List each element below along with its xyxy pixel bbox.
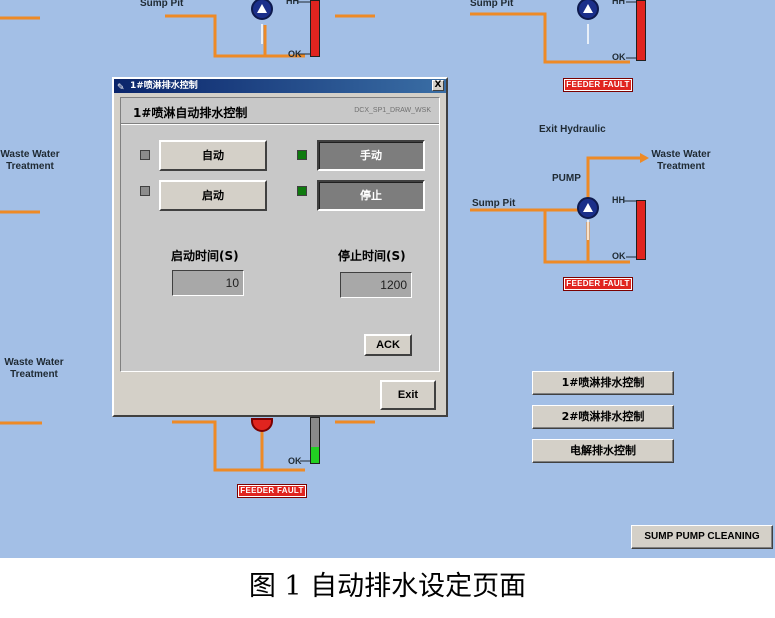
hh-label: HH — [612, 195, 625, 205]
ok-label: OK — [612, 52, 626, 62]
level-bar — [310, 0, 320, 57]
sump-pit-label: Sump Pit — [472, 198, 516, 209]
electrolysis-drain-control-button[interactable]: 电解排水控制 — [532, 439, 674, 463]
feeder-fault-badge: FEEDER FAULT — [563, 277, 633, 291]
drain-control-dialog: ✎ 1#喷淋排水控制 X 1#喷淋自动排水控制 DCX_SP1_DRAW_WSK… — [112, 77, 448, 417]
ok-label: OK — [612, 251, 626, 261]
pump-icon[interactable] — [577, 197, 599, 219]
pipe-sump-2 — [165, 14, 267, 58]
figure-caption: 图 1 自动排水设定页面 — [248, 571, 527, 602]
dialog-titlebar[interactable]: ✎ 1#喷淋排水控制 X — [114, 79, 446, 93]
manual-button[interactable]: 手动 — [317, 140, 425, 171]
pipe-network — [0, 1, 649, 472]
level-bar — [310, 417, 320, 464]
pipe-sump-7 — [470, 208, 590, 264]
divider — [121, 123, 439, 125]
stop-time-input[interactable] — [340, 272, 412, 298]
ok-label: OK — [288, 49, 302, 59]
pipe-sump-5 — [470, 12, 590, 64]
level-fill — [637, 201, 645, 259]
level-bar — [636, 0, 646, 61]
stop-indicator — [297, 186, 307, 196]
pipe-exit-hydraulic — [545, 156, 640, 212]
waste-water-label: Waste Water Treatment — [651, 149, 711, 172]
flow-arrow — [640, 153, 649, 163]
start-indicator — [140, 186, 150, 196]
hh-label: HH — [612, 0, 625, 6]
control-panel: 1#喷淋自动排水控制 DCX_SP1_DRAW_WSK 自动 手动 启动 停止 … — [120, 97, 440, 372]
dialog-title: 1#喷淋排水控制 — [130, 81, 198, 91]
sump-pit-label: Sump Pit — [470, 0, 514, 9]
panel-id: DCX_SP1_DRAW_WSK — [354, 107, 431, 114]
pump-icon[interactable] — [251, 0, 273, 20]
sump-pit-label: Sump Pit — [140, 0, 184, 9]
auto-button[interactable]: 自动 — [159, 140, 267, 171]
exit-button[interactable]: Exit — [380, 380, 436, 410]
exit-hydraulic-label: Exit Hydraulic — [539, 124, 606, 135]
level-bar — [636, 200, 646, 260]
stop-button[interactable]: 停止 — [317, 180, 425, 211]
waste-water-label: Waste Water Treatment — [4, 357, 64, 380]
spray1-drain-control-button[interactable]: 1#喷淋排水控制 — [532, 371, 674, 395]
start-button[interactable]: 启动 — [159, 180, 267, 211]
level-fill — [311, 447, 319, 463]
stop-time-label: 停止时间(S) — [338, 249, 406, 263]
pipe-sump-9 — [172, 420, 264, 472]
waste-water-label: Waste Water Treatment — [0, 149, 60, 172]
start-time-label: 启动时间(S) — [171, 249, 239, 263]
feeder-fault-badge: FEEDER FAULT — [563, 78, 633, 92]
start-time-input[interactable] — [172, 270, 244, 296]
pump-fault-icon[interactable] — [251, 418, 273, 432]
auto-indicator — [140, 150, 150, 160]
panel-title: 1#喷淋自动排水控制 — [133, 106, 248, 120]
close-button[interactable]: X — [432, 80, 444, 91]
pump-label: PUMP — [552, 173, 581, 184]
level-fill — [637, 1, 645, 60]
level-fill — [311, 1, 319, 56]
pump-icon[interactable] — [577, 0, 599, 20]
sump-pump-cleaning-button[interactable]: SUMP PUMP CLEANING — [631, 525, 773, 549]
hmi-screen: Sump Pit Sump Pit Sump Pit Waste Water T… — [0, 0, 775, 558]
ack-button[interactable]: ACK — [364, 334, 412, 356]
hh-label: HH — [286, 0, 299, 6]
feeder-fault-badge: FEEDER FAULT — [237, 484, 307, 498]
manual-indicator — [297, 150, 307, 160]
ok-label: OK — [288, 456, 302, 466]
window-icon: ✎ — [117, 83, 125, 93]
spray2-drain-control-button[interactable]: 2#喷淋排水控制 — [532, 405, 674, 429]
